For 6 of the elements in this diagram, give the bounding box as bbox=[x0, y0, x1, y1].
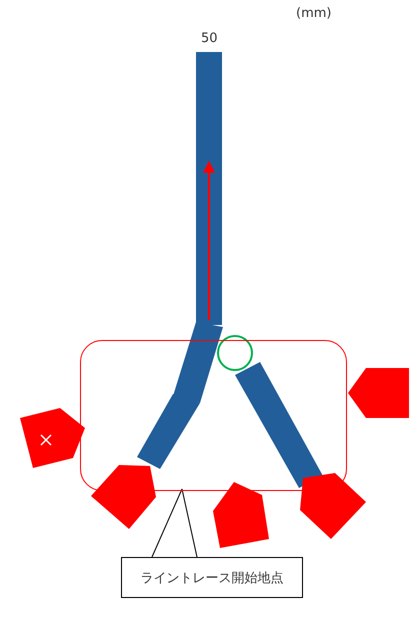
callout-box bbox=[121, 557, 303, 598]
start-area-box bbox=[80, 340, 347, 491]
leader-line bbox=[152, 488, 198, 558]
length-label: 50 bbox=[201, 31, 218, 46]
unit-label: (mm) bbox=[296, 6, 332, 21]
callout-text: ライントレース開始地点 bbox=[140, 570, 284, 586]
